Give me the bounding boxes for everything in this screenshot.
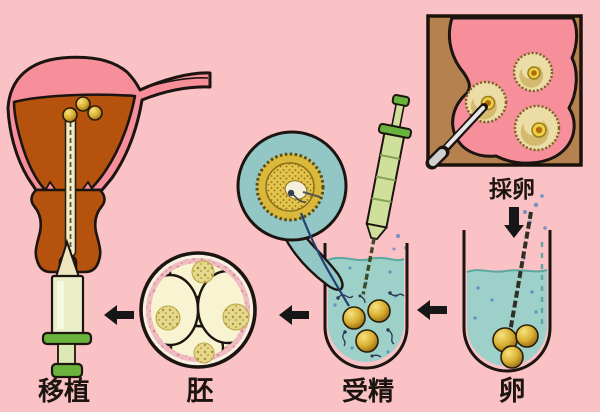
beaker-liquid bbox=[328, 257, 404, 362]
flow-arrow-icon bbox=[279, 305, 309, 325]
inset-label: 採卵 bbox=[489, 177, 535, 203]
embryo-transfer-catheter bbox=[64, 107, 77, 257]
follicle bbox=[512, 51, 554, 93]
step-label-embryo: 胚 bbox=[187, 376, 214, 407]
fertilized-eggs bbox=[342, 299, 391, 353]
micro-needle bbox=[302, 191, 321, 198]
syringe-plunger-cap bbox=[50, 362, 84, 379]
egg-tube bbox=[462, 194, 552, 373]
follicle bbox=[513, 104, 561, 152]
needle-path-line bbox=[299, 212, 350, 307]
step-label-transfer: 移植 bbox=[38, 377, 90, 407]
pipette bbox=[507, 211, 533, 339]
sperm-icon bbox=[287, 189, 307, 203]
syringe-flange bbox=[41, 331, 93, 346]
aspiration-needle bbox=[425, 103, 488, 170]
egg-retrieval-inset bbox=[425, 14, 583, 170]
icsi-needle bbox=[361, 238, 376, 295]
magnifier-bubble bbox=[236, 130, 350, 307]
tube-wall bbox=[462, 230, 552, 373]
cell-nuclei bbox=[155, 260, 250, 364]
step-label-fertilization: 受精 bbox=[342, 376, 394, 407]
icsi-syringe bbox=[361, 94, 413, 295]
fallopian-tube-inner-line bbox=[140, 77, 209, 90]
flow-arrow-icon bbox=[417, 300, 447, 320]
uterus-illustration bbox=[6, 55, 212, 274]
down-arrow-icon bbox=[504, 207, 524, 238]
syringe-barrel bbox=[50, 274, 85, 336]
beaker-wall bbox=[323, 243, 409, 370]
released-embryos bbox=[62, 96, 103, 123]
flow-arrow-icon bbox=[104, 305, 134, 325]
liquid-speckles bbox=[473, 194, 547, 320]
embryo-illustration bbox=[139, 251, 257, 369]
step-label-egg: 卵 bbox=[499, 376, 526, 407]
retrieved-eggs bbox=[492, 324, 539, 369]
transfer-syringe bbox=[41, 238, 93, 379]
syringe-plunger bbox=[57, 343, 76, 366]
magnifier-tail bbox=[281, 228, 344, 291]
liquid-speckles bbox=[333, 234, 408, 354]
sperm-icons bbox=[336, 291, 405, 358]
